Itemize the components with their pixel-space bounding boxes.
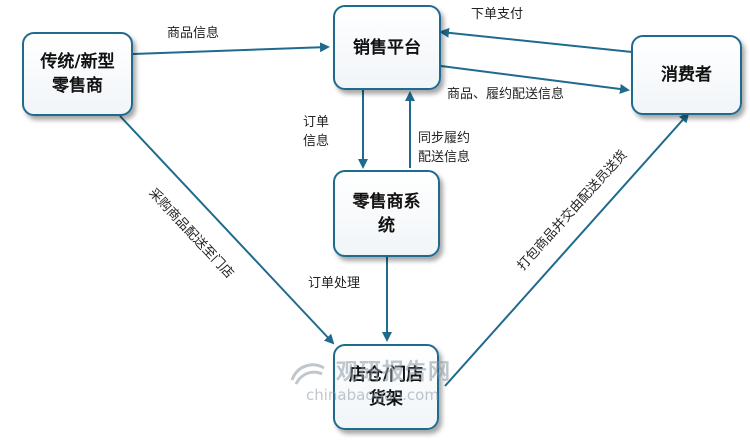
arrow-retailer-to-store — [119, 115, 335, 345]
label-platform-to-consumer: 商品、履约配送信息 — [447, 87, 565, 102]
label-system-to-platform: 同步履约 配送信息 — [418, 131, 471, 165]
system-label-line1: 零售商系 — [352, 191, 421, 212]
arrow-consumer-to-platform — [439, 27, 633, 53]
node-platform: 销售平台 — [333, 5, 441, 90]
label-system-to-store: 订单处理 — [308, 276, 361, 291]
store-label-line1: 店仓/门店 — [348, 365, 424, 385]
arrow-store-to-consumer — [444, 112, 690, 387]
node-retailer-system: 零售商系 统 — [333, 170, 440, 257]
node-retailer: 传统/新型 零售商 — [22, 32, 133, 116]
arrow-retailer-to-platform — [132, 42, 330, 55]
arrow-platform-to-consumer — [440, 65, 630, 94]
retailer-label-line2: 零售商 — [52, 76, 103, 96]
consumer-label: 消费者 — [661, 65, 712, 85]
system-label-line2: 统 — [378, 215, 395, 236]
label-retailer-to-platform: 商品信息 — [167, 26, 220, 41]
label-platform-to-system: 订单 信息 — [303, 115, 330, 149]
node-store-shelf: 店仓/门店 货架 — [333, 344, 439, 430]
retailer-label-line1: 传统/新型 — [40, 52, 115, 72]
platform-label: 销售平台 — [353, 37, 421, 58]
store-label-line2: 货架 — [369, 389, 403, 409]
node-consumer: 消费者 — [631, 35, 742, 115]
label-consumer-to-platform: 下单支付 — [471, 7, 524, 22]
